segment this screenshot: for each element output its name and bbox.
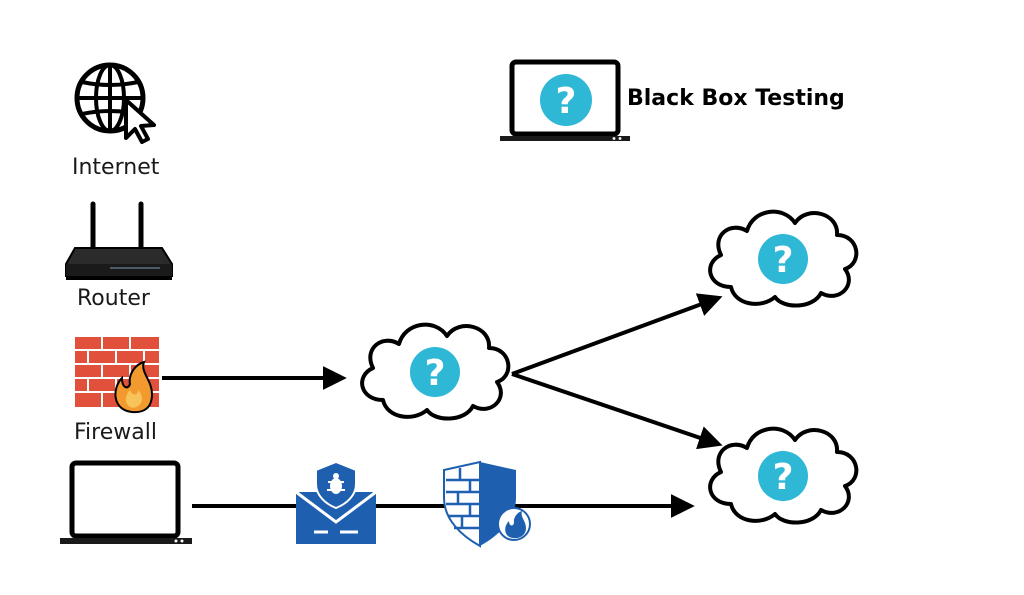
- firewall-label: Firewall: [74, 420, 157, 445]
- firewall-icon: [73, 335, 161, 414]
- router-icon: [65, 201, 173, 280]
- cloud-icon: ?: [708, 209, 859, 308]
- diagram-title: Black Box Testing: [627, 86, 845, 111]
- laptop-icon: [60, 460, 192, 544]
- arrow-cloud-to-top-right: [511, 293, 723, 376]
- unknown-laptop-icon: ?: [500, 59, 630, 141]
- arrow-cloud-to-bottom-right: [511, 372, 723, 450]
- unknown-glyph: ?: [556, 81, 577, 122]
- router-label: Router: [77, 286, 150, 311]
- connectors: [162, 293, 723, 518]
- globe-cursor-icon: [74, 62, 156, 144]
- cloud-icon: ?: [708, 426, 859, 525]
- unknown-glyph: ?: [773, 457, 794, 498]
- cloud-icon: ?: [360, 322, 511, 421]
- internet-label: Internet: [72, 155, 160, 180]
- unknown-glyph: ?: [425, 353, 446, 394]
- email-bug-icon: [295, 460, 377, 544]
- shield-firewall-icon: [443, 460, 531, 548]
- unknown-glyph: ?: [773, 240, 794, 281]
